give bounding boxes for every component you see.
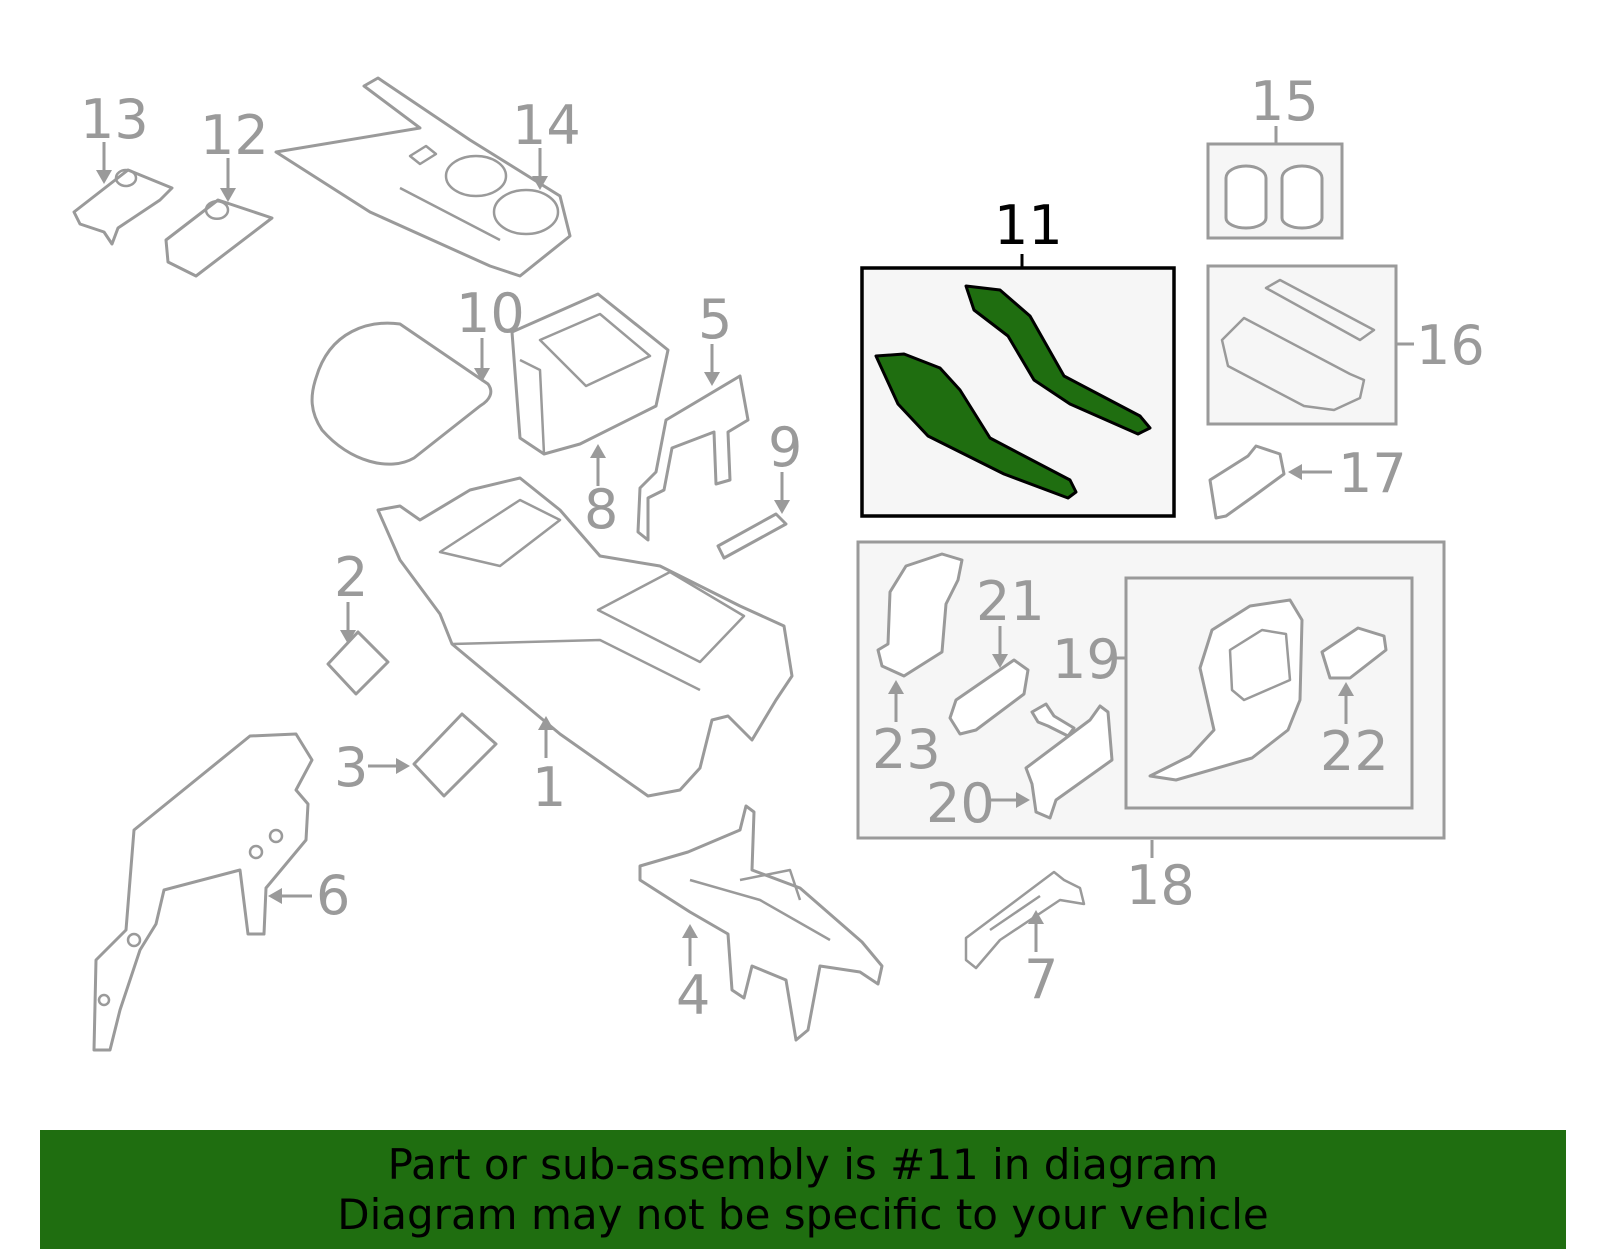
part-2-pad <box>326 630 390 696</box>
part-8-storage-bin <box>510 292 670 456</box>
part-3-pad <box>412 712 498 798</box>
part-11-trim-right <box>964 284 1152 436</box>
screw <box>1030 702 1076 738</box>
callout-17: 17 <box>1338 442 1407 505</box>
part-1-console-body <box>376 476 794 798</box>
part-10-armrest-lid <box>310 321 493 466</box>
part-4-base-frame <box>638 804 884 1042</box>
callout-8: 8 <box>584 478 618 541</box>
arrow-21 <box>992 626 1008 668</box>
arrow-9 <box>774 472 790 514</box>
callout-14: 14 <box>512 94 581 157</box>
part-13-bracket <box>72 168 174 246</box>
callout-19: 19 <box>1052 628 1121 691</box>
callout-15: 15 <box>1250 70 1319 133</box>
arrow-13 <box>96 142 112 184</box>
arrow-12 <box>220 158 236 202</box>
callout-11: 11 <box>994 194 1063 257</box>
arrow-20 <box>990 792 1030 808</box>
callout-18: 18 <box>1126 854 1195 917</box>
callout-22: 22 <box>1320 720 1389 783</box>
arrow-22 <box>1338 682 1354 724</box>
arrow-14 <box>532 148 548 190</box>
arrow-2 <box>340 602 356 644</box>
part-20-bracket <box>1024 704 1114 820</box>
arrow-8 <box>590 444 606 486</box>
callout-12: 12 <box>200 104 269 167</box>
banner-line-2: Diagram may not be specific to your vehi… <box>337 1189 1269 1239</box>
callout-3: 3 <box>334 736 368 799</box>
callout-13: 13 <box>80 88 149 151</box>
callout-7: 7 <box>1024 948 1058 1011</box>
callout-1: 1 <box>532 756 566 819</box>
arrow-23 <box>888 680 904 722</box>
part-15-cupholder-box <box>1206 142 1344 240</box>
arrow-17 <box>1288 464 1332 480</box>
callout-21: 21 <box>976 570 1045 633</box>
part-7-rod-bracket <box>964 870 1086 970</box>
arrow-6 <box>268 888 312 904</box>
part-22-vent <box>1320 626 1388 680</box>
callout-4: 4 <box>676 964 710 1027</box>
parts-diagram: 13 12 14 10 8 <box>72 70 1485 1052</box>
part-11-trim-left <box>874 352 1078 500</box>
arrow-3 <box>368 758 410 774</box>
arrow-10 <box>474 338 490 382</box>
group-19-box <box>1124 576 1414 810</box>
arrow-1 <box>538 716 554 758</box>
part-14-console-panel <box>274 76 572 278</box>
part-6-side-bracket <box>92 732 314 1052</box>
arrow-7 <box>1028 910 1044 952</box>
part-17-clip <box>1208 444 1286 520</box>
part-21-switch <box>948 658 1030 736</box>
part-12-tray <box>164 198 274 278</box>
callout-9: 9 <box>768 416 802 479</box>
callout-16: 16 <box>1416 314 1485 377</box>
arrow-5 <box>704 344 720 386</box>
callout-20: 20 <box>926 772 995 835</box>
callout-2: 2 <box>334 546 368 609</box>
callout-5: 5 <box>698 288 732 351</box>
info-banner: Part or sub-assembly is #11 in diagram D… <box>40 1130 1566 1249</box>
part-11-highlight-box <box>860 266 1176 518</box>
arrow-4 <box>682 924 698 966</box>
callout-23: 23 <box>872 718 941 781</box>
part-5-bracket <box>636 374 750 542</box>
part-9-trim-strip <box>716 512 788 560</box>
banner-line-1: Part or sub-assembly is #11 in diagram <box>387 1139 1219 1189</box>
part-23-handle <box>876 552 964 678</box>
part-16-box <box>1206 264 1398 426</box>
callout-6: 6 <box>316 864 350 927</box>
